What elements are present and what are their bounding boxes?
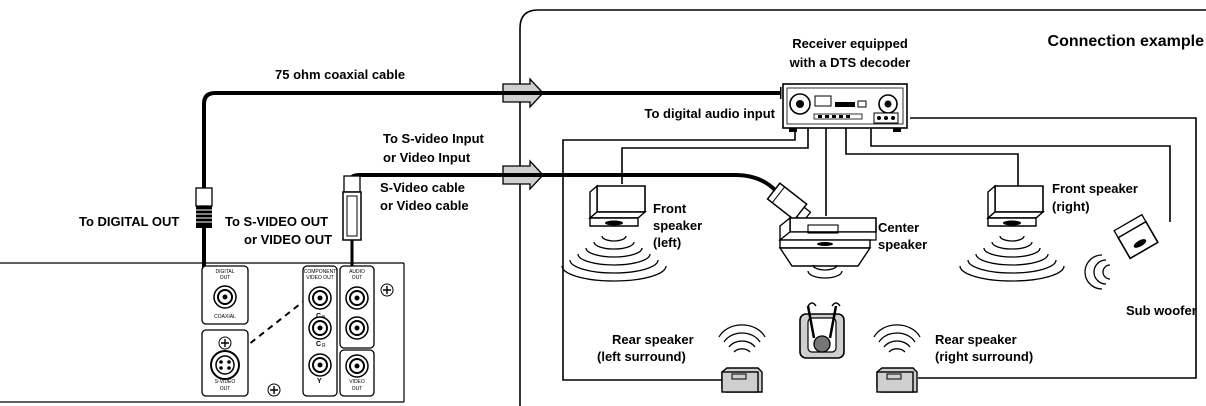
panel-video-out-2: OUT bbox=[352, 386, 363, 392]
svideo-jack bbox=[210, 350, 240, 380]
rear-right-label-2: (right surround) bbox=[935, 349, 1033, 364]
coax-plug-player bbox=[195, 187, 213, 272]
digital-out-label: To DIGITAL OUT bbox=[79, 214, 179, 229]
sub-woofer-drawing bbox=[1084, 213, 1159, 290]
panel-svideo-out-1: S-VIDEO bbox=[215, 379, 236, 385]
coaxial-cable bbox=[202, 91, 780, 190]
panel-audio-out-2: OUT bbox=[352, 275, 363, 281]
rear-right-label-1: Rear speaker bbox=[935, 332, 1017, 347]
front-right-speaker bbox=[959, 184, 1065, 282]
coax-cable-label: 75 ohm coaxial cable bbox=[275, 67, 405, 82]
center-label-2: speaker bbox=[878, 237, 927, 252]
panel-cr-sub: R bbox=[322, 343, 326, 349]
panel-coaxial: COAXIAL bbox=[214, 314, 236, 320]
front-right-label-1: Front speaker bbox=[1052, 181, 1138, 196]
panel-audio-out-1: AUDIO bbox=[349, 269, 365, 275]
digital-audio-input-label: To digital audio input bbox=[645, 106, 776, 121]
rear-left-speaker bbox=[718, 324, 766, 393]
panel-video-out-1: VIDEO bbox=[349, 379, 365, 385]
diagram-title: Connection example bbox=[1048, 33, 1205, 50]
panel-labels: DIGITAL OUT COAXIAL S-VIDEO OUT COMPONEN… bbox=[214, 269, 365, 392]
panel-component-1: COMPONENT bbox=[304, 269, 337, 275]
center-label-1: Center bbox=[878, 220, 919, 235]
front-left-label-1: Front bbox=[653, 201, 687, 216]
speaker-wires bbox=[562, 117, 1197, 381]
svideo-out-label-1: To S-VIDEO OUT bbox=[225, 214, 328, 229]
svideo-out-label-2: or VIDEO OUT bbox=[244, 232, 332, 247]
coaxial-jack bbox=[213, 285, 237, 309]
svideo-cable-label-1: S-Video cable bbox=[380, 180, 465, 195]
video-out-jack bbox=[345, 354, 369, 378]
panel-svideo-out-2: OUT bbox=[220, 386, 231, 392]
svideo-cable-label-2: or Video cable bbox=[380, 198, 469, 213]
svideo-input-label-2: or Video Input bbox=[383, 150, 471, 165]
panel-digital-out-2: OUT bbox=[220, 275, 231, 281]
panel-y: Y bbox=[317, 378, 322, 385]
player-rear-panel bbox=[0, 262, 405, 403]
panel-jacks bbox=[210, 283, 394, 397]
rear-left-label-2: (left surround) bbox=[597, 349, 686, 364]
receiver-label-1: Receiver equipped bbox=[792, 36, 908, 51]
panel-cr: C bbox=[316, 341, 321, 348]
panel-component-2: VIDEO OUT bbox=[306, 275, 334, 281]
front-left-label-3: (left) bbox=[653, 235, 681, 250]
rear-right-speaker bbox=[873, 324, 921, 393]
front-left-speaker bbox=[561, 184, 667, 282]
svideo-input-label-1: To S-video Input bbox=[383, 131, 485, 146]
panel-digital-out-1: DIGITAL bbox=[215, 269, 234, 275]
center-speaker bbox=[778, 216, 877, 279]
sub-woofer-label: Sub woofer bbox=[1126, 303, 1197, 318]
svideo-plug-tv bbox=[766, 182, 812, 223]
front-left-label-2: speaker bbox=[653, 218, 702, 233]
receiver-drawing bbox=[782, 83, 908, 132]
rear-left-label-1: Rear speaker bbox=[612, 332, 694, 347]
receiver-area-frame bbox=[519, 9, 1206, 406]
listener-figure bbox=[799, 302, 845, 359]
receiver-label-2: with a DTS decoder bbox=[789, 55, 911, 70]
front-right-label-2: (right) bbox=[1052, 199, 1090, 214]
